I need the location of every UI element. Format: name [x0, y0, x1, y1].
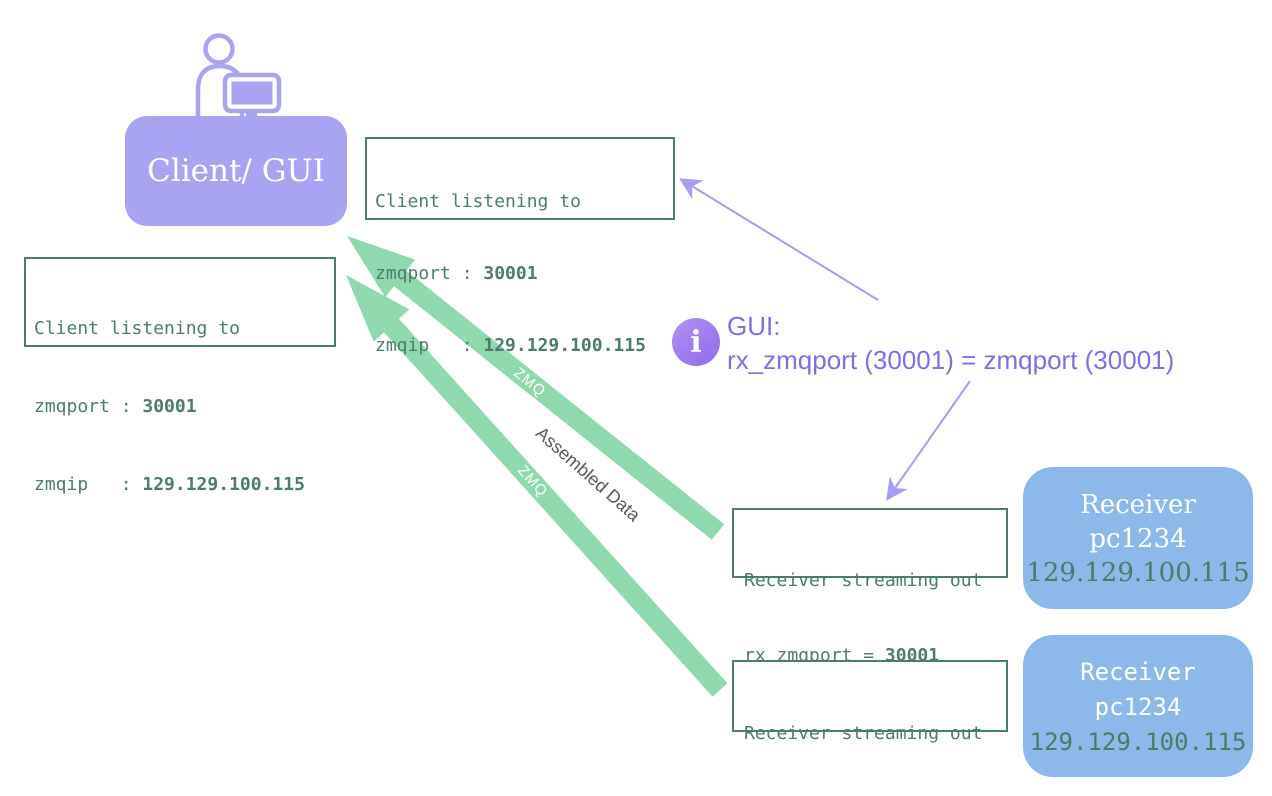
ip-value: 129.129.100.115 — [142, 474, 305, 495]
client-listen-top-box: Client listening to zmqport : 30001 zmqi… — [365, 137, 675, 356]
zmq-flow-arrow-1 — [347, 236, 725, 540]
zmq-flow-arrow-2 — [346, 275, 728, 697]
port-label: zmqport : — [375, 263, 484, 284]
receiver1-title: Receiver — [1080, 490, 1196, 520]
receiver2-ip: 129.129.100.115 — [1029, 728, 1247, 756]
ip-value: 129.129.100.115 — [483, 335, 646, 356]
port-value: 30001 — [483, 263, 538, 284]
info-icon-glyph: i — [690, 324, 702, 360]
port-label: zmqport : — [34, 396, 143, 417]
client-listen-top-port: zmqport : 30001 — [375, 262, 665, 286]
stream1-line1: Receiver streaming out — [744, 570, 983, 591]
receiver-stream2-box: Receiver streaming out rx_zmqport = 3000… — [732, 660, 1008, 744]
receiver2-node: Receiver pc1234 129.129.100.115 — [1023, 635, 1253, 777]
ip-label: zmqip : — [375, 335, 484, 356]
receiver1-node: Receiver pc1234 129.129.100.115 — [1023, 467, 1253, 609]
gui-note-line2: rx_zmqport (30001) = zmqport (30001) — [727, 345, 1175, 375]
client-gui-label: Client/ GUI — [147, 153, 325, 189]
info-icon: i — [672, 318, 720, 366]
client-listen-left-ip: zmqip : 129.129.100.115 — [34, 472, 326, 498]
gui-note-line1: GUI: — [727, 311, 781, 341]
receiver2-title: Receiver — [1080, 658, 1196, 686]
receiver-stream1-box: Receiver streaming out rx_zmqport = 3000… — [732, 508, 1008, 666]
ip-label: zmqip : — [34, 474, 143, 495]
gui-note: GUI: rx_zmqport (30001) = zmqport (30001… — [727, 309, 1227, 377]
pointer-arrow-to-stream1 — [886, 380, 971, 501]
port-value: 30001 — [142, 396, 197, 417]
client-gui-node: Client/ GUI — [125, 116, 347, 226]
receiver1-ip: 129.129.100.115 — [1026, 558, 1250, 588]
person-at-computer-icon — [195, 33, 282, 120]
client-listen-top-line1: Client listening to — [375, 191, 581, 212]
receiver2-host: pc1234 — [1094, 693, 1182, 721]
pointer-arrow-to-client-listen — [679, 178, 879, 301]
client-listen-left-port: zmqport : 30001 — [34, 394, 326, 420]
receiver1-host: pc1234 — [1089, 524, 1187, 554]
stream2-line1: Receiver streaming out — [744, 723, 983, 744]
client-listen-left-box: Client listening to zmqport : 30001 zmqi… — [24, 257, 336, 495]
client-listen-left-line1: Client listening to — [34, 318, 240, 339]
client-listen-top-ip: zmqip : 129.129.100.115 — [375, 334, 665, 358]
